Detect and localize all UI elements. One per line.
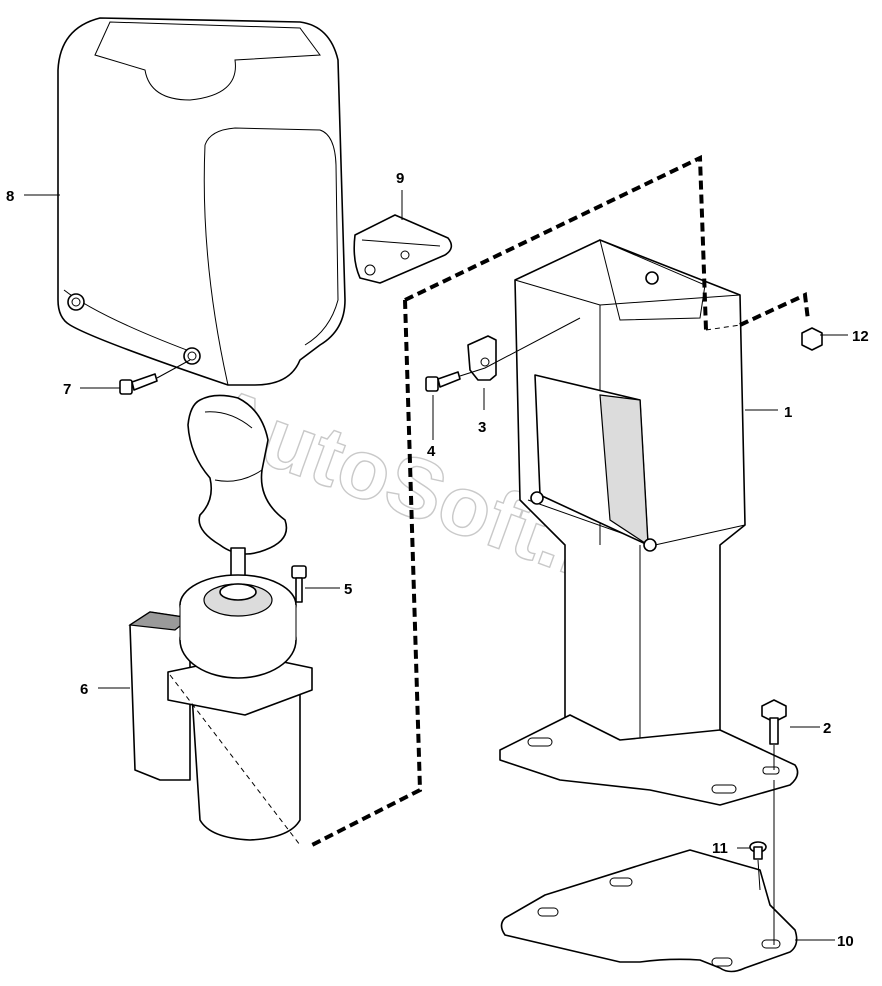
part-3-clip [467,335,497,381]
part-5-screw [291,565,307,603]
part-11-pin [749,841,767,860]
part-4-screw [425,371,461,392]
callout-2: 2 [823,720,831,737]
callout-11: 11 [712,840,728,857]
assembly-dashed-lines [169,154,810,847]
joystick-handle [187,394,288,587]
part-9-bracket-plate [353,214,453,284]
part-2-bolt [761,699,787,745]
callout-3: 3 [478,419,486,436]
part-12-nut [801,327,823,351]
connector-lines [156,317,775,945]
callout-12: 12 [852,328,869,345]
callout-8: 8 [6,188,14,205]
part-10-floor-plate [500,849,798,973]
callout-10: 10 [837,933,854,950]
callout-7: 7 [63,381,71,398]
callout-leaders [24,190,848,941]
part-6-joystick-base [128,574,313,841]
callout-6: 6 [80,681,88,698]
callout-labels: 1 2 3 4 5 6 7 8 9 10 11 12 [6,170,869,950]
callout-4: 4 [427,443,436,460]
callout-5: 5 [344,581,352,598]
part-7-screw [119,373,158,395]
part-8-cover [57,17,346,386]
callout-9: 9 [396,170,404,187]
part-1-column [499,239,799,806]
callout-1: 1 [784,404,792,421]
